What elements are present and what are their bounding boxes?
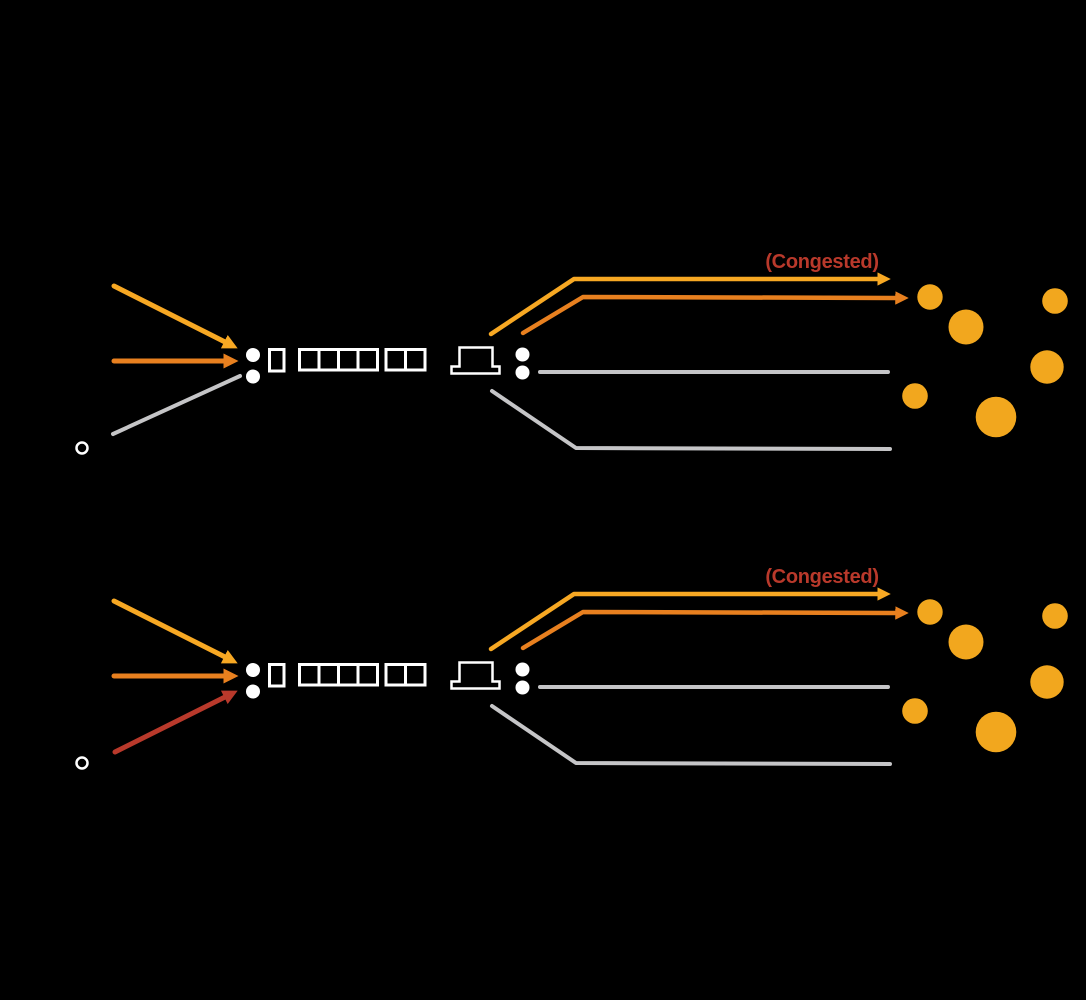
congested-label: (Congested) [765,251,878,273]
flow1-output-arrow [488,272,891,337]
packet-dot [902,698,928,724]
buffer-cell-outline [268,663,286,688]
congested-label: (Congested) [765,566,878,588]
buffer-cell-group-2 [384,663,427,687]
flow3-input-line [111,374,242,436]
flow1-input-arrow [111,598,238,664]
flow1-input-arrow [111,283,238,349]
flow1-output-arrow [488,587,891,652]
output-port-dot [515,365,530,380]
congestion-scenario-bottom: (Congested) [75,566,1068,770]
input-port-dot [246,663,260,677]
buffer-cell-outline [268,348,286,373]
flow-source-circle [75,756,89,770]
buffer-cell-group-4 [298,663,379,687]
packet-dot [1042,288,1068,314]
output-port-dot [515,347,530,362]
packet-dot [975,711,1017,753]
scheduler-shape [450,661,501,690]
packet-dot [948,624,984,660]
buffer-cell-single [268,663,286,688]
packet-dot [975,396,1017,438]
input-port-dot [246,348,260,362]
packet-dot [917,284,943,310]
flow4-output-line [490,704,892,766]
flow-source-circle [75,441,89,455]
input-port-dot [246,684,260,699]
packet-dot [1042,603,1068,629]
buffer-cell-single [268,348,286,373]
packet-dot [917,599,943,625]
buffer-cell-group-2 [384,348,427,372]
packet-dot [902,383,928,409]
packet-dot [948,309,984,345]
flow3-input-arrow [112,690,238,755]
output-port-dot [515,680,530,695]
output-port-dot [515,662,530,677]
input-port-dot [246,369,260,384]
congestion-scenario-top: (Congested) [75,251,1068,455]
flow4-output-line [490,389,892,451]
scheduler-shape [450,346,501,375]
packet-dot [1030,350,1064,384]
buffer-cell-group-4 [298,348,379,372]
packet-dot [1030,665,1064,699]
flow2-output-arrow [520,606,909,651]
flow2-output-arrow [520,291,909,336]
